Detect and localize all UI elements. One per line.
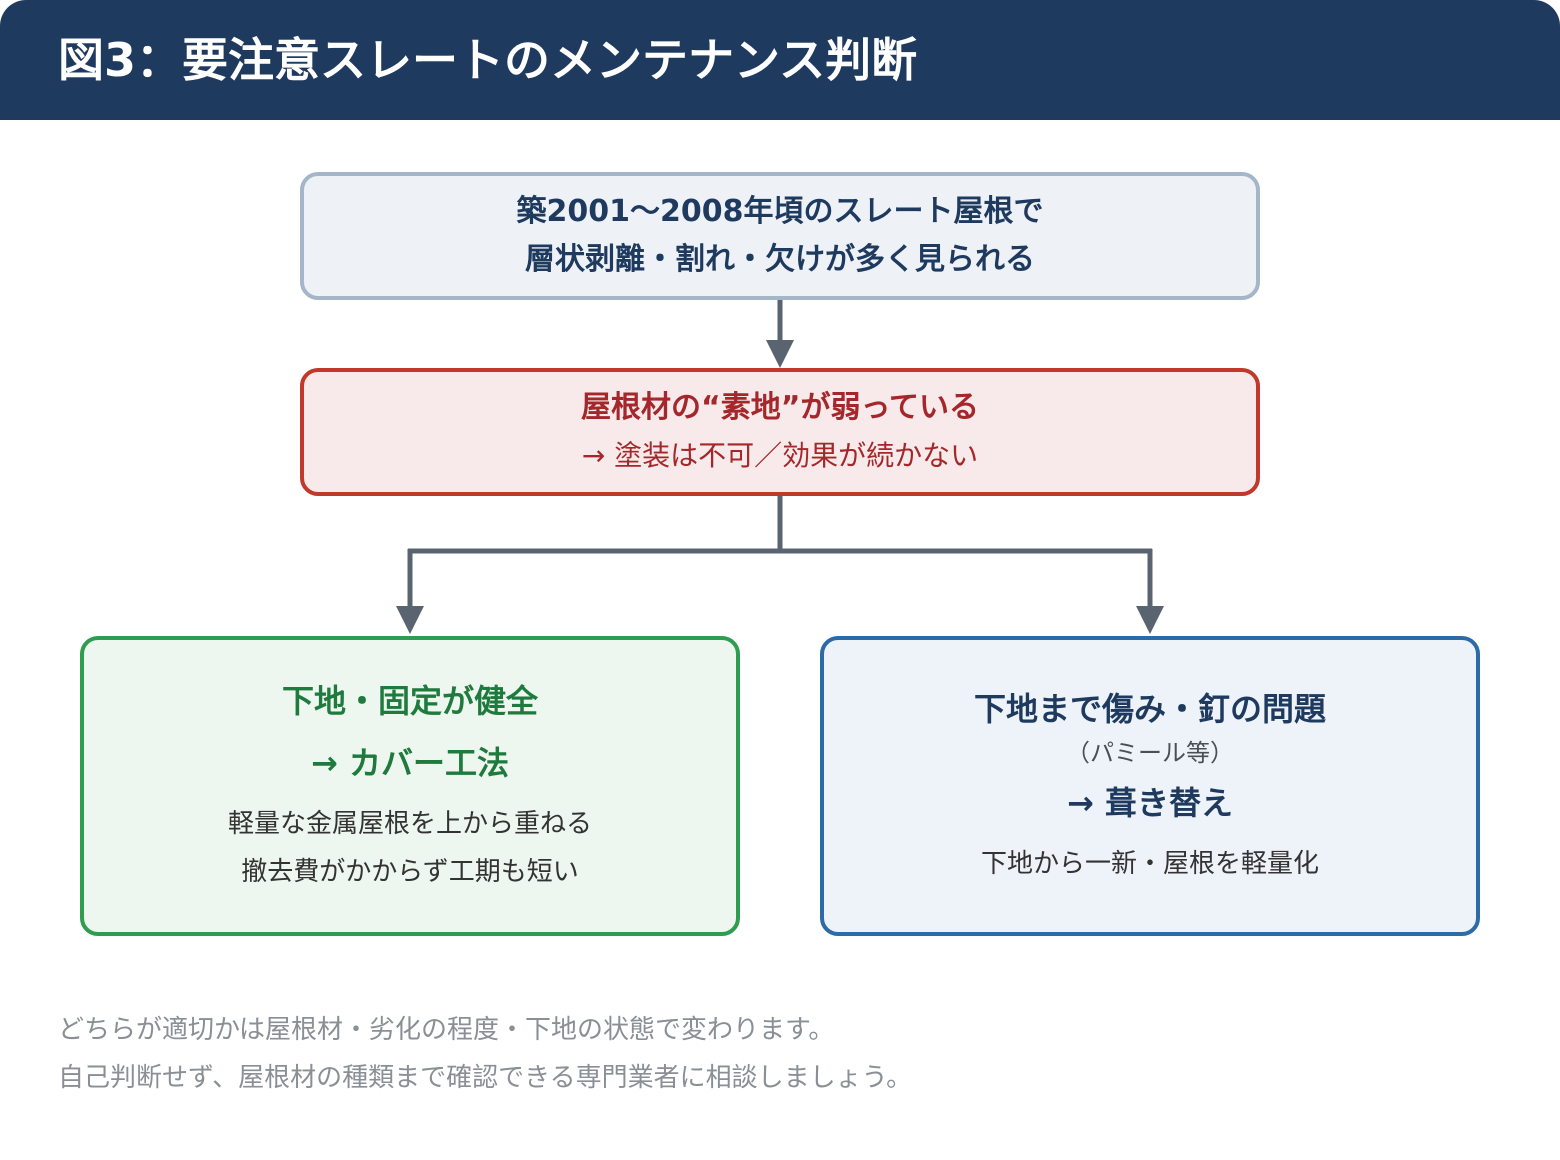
figure-header: 図3：要注意スレートのメンテナンス判断	[0, 0, 1560, 120]
diagnosis-box: 屋根材の“素地”が弱っている → 塗装は不可／効果が続かない	[300, 368, 1260, 496]
reroof-note: （パミール等）	[1066, 739, 1234, 767]
diagnosis-note: → 塗装は不可／効果が続かない	[581, 439, 979, 472]
arrowhead-left	[396, 606, 424, 634]
cover-desc-1: 軽量な金属屋根を上から重ねる	[227, 809, 592, 839]
symptom-line-2: 層状剥離・割れ・欠けが多く見られる	[525, 242, 1035, 277]
cover-desc-2: 撤去費がかからず工期も短い	[241, 857, 579, 887]
symptom-box: 築2001〜2008年頃のスレート屋根で 層状剥離・割れ・欠けが多く見られる	[300, 172, 1260, 300]
arrowhead-middle	[766, 340, 794, 368]
footer-line-2: 自己判断せず、屋根材の種類まで確認できる専門業者に相談しましょう。	[58, 1063, 913, 1093]
arrowhead-right	[1136, 606, 1164, 634]
reroof-desc-1: 下地から一新・屋根を軽量化	[980, 849, 1319, 879]
reroof-box: 下地まで傷み・釘の問題 （パミール等） → 葺き替え 下地から一新・屋根を軽量化	[820, 636, 1480, 936]
footer-note: どちらが適切かは屋根材・劣化の程度・下地の状態で変わります。 自己判断せず、屋根…	[58, 1006, 912, 1102]
cover-action: → カバー工法	[311, 744, 509, 782]
cover-method-box: 下地・固定が健全 → カバー工法 軽量な金属屋根を上から重ねる 撤去費がかからず…	[80, 636, 740, 936]
diagnosis-title: 屋根材の“素地”が弱っている	[581, 390, 979, 425]
cover-condition: 下地・固定が健全	[281, 682, 538, 720]
figure-title: 図3：要注意スレートのメンテナンス判断	[58, 33, 918, 87]
symptom-line-1: 築2001〜2008年頃のスレート屋根で	[516, 194, 1044, 229]
reroof-condition: 下地まで傷み・釘の問題	[973, 690, 1326, 728]
reroof-action: → 葺き替え	[1067, 784, 1233, 822]
footer-line-1: どちらが適切かは屋根材・劣化の程度・下地の状態で変わります。	[58, 1015, 835, 1045]
